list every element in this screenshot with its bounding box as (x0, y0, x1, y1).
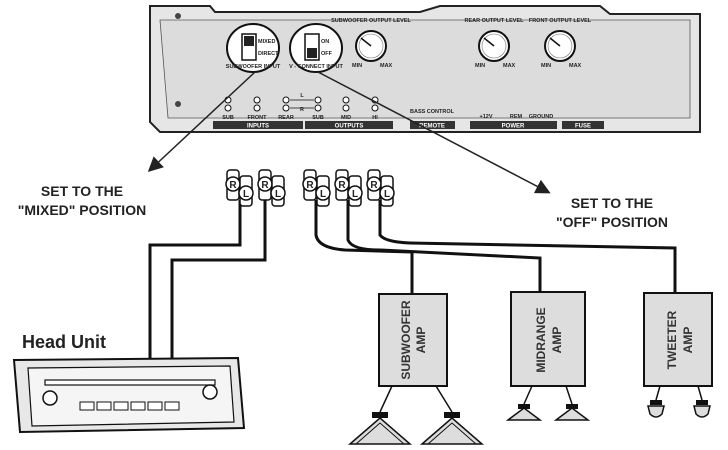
subwoofer-input-switch[interactable]: MIXED DIRECT SUBWOOFER INPUT (226, 23, 281, 73)
rca-plug-r: R (366, 169, 382, 201)
midrange-amp: MIDRANGE AMP (510, 291, 586, 387)
knob-min-label: MIN (541, 63, 551, 69)
rca-plug-l: L (270, 175, 286, 207)
outputs-bar-label: OUTPUTS (335, 124, 364, 130)
fuse-bar-label: FUSE (575, 124, 591, 130)
mixed-callout-line1: SET TO THE (41, 183, 123, 199)
output-sub-label: SUB (312, 115, 324, 121)
svg-text:R: R (261, 180, 269, 191)
knob-max-label: MAX (569, 63, 582, 69)
output-mid-label: MID (341, 115, 351, 121)
svg-text:R: R (306, 180, 314, 191)
svg-text:L: L (275, 189, 281, 200)
svg-text:L: L (384, 189, 390, 200)
off-callout-line1: SET TO THE (571, 195, 653, 211)
knob-title: REAR OUTPUT LEVEL (465, 18, 525, 24)
rca-cables (148, 200, 677, 360)
amp-title: TWEETER (665, 310, 679, 369)
amp-subtitle: AMP (681, 327, 695, 354)
v-connect-input-switch[interactable]: ON OFF V - CONNECT INPUT (289, 23, 344, 73)
rca-plug-l: L (238, 175, 254, 207)
amp-subtitle: AMP (550, 327, 564, 354)
rca-plug-l: L (347, 175, 363, 207)
remote-bar-label: REMOTE (419, 124, 445, 130)
svg-text:L: L (243, 189, 249, 200)
tweeter-speaker-icon (647, 400, 665, 418)
switch-option-on: ON (321, 39, 329, 45)
switch-option-off: OFF (321, 51, 333, 57)
svg-text:R: R (229, 180, 237, 191)
switch-option-mixed: MIXED (258, 39, 275, 45)
switch-option-direct: DIRECT (258, 51, 279, 57)
svg-text:R: R (370, 180, 378, 191)
rca-plugs: R L R L R L R (225, 169, 395, 207)
output-hi-label: HI (372, 115, 378, 121)
power-rem-label: REM (510, 114, 523, 120)
front-level-knob[interactable]: FRONT OUTPUT LEVEL MIN MAX (529, 18, 592, 69)
rear-level-knob[interactable]: REAR OUTPUT LEVEL MIN MAX (465, 18, 525, 69)
rca-plug-l: L (315, 175, 331, 207)
rca-jack-row (224, 96, 379, 112)
off-callout-arrow (317, 71, 551, 194)
amp-subtitle: AMP (414, 327, 428, 354)
off-callout-line2: "OFF" POSITION (556, 214, 668, 230)
bass-control-label: BASS CONTROL (410, 109, 455, 115)
tweeter-amp: TWEETER AMP (643, 292, 713, 387)
rca-plug-r: R (334, 169, 350, 201)
mixed-callout-line2: "MIXED" POSITION (18, 202, 146, 218)
subwoofer-input-label: SUBWOOFER INPUT (226, 64, 281, 70)
speaker-wires (379, 385, 703, 413)
subwoofer-speaker-icon (347, 412, 413, 445)
v-connect-input-label: V - CONNECT INPUT (289, 64, 343, 70)
input-sub-label: SUB (222, 115, 234, 121)
amp-title: SUBWOOFER (399, 300, 413, 380)
head-unit (12, 356, 246, 434)
power-ground-label: GROUND (529, 114, 553, 120)
subwoofer-level-knob[interactable]: SUBWOOFER OUTPUT LEVEL MIN MAX (331, 18, 411, 69)
rca-plug-r: R (257, 169, 273, 201)
knob-max-label: MAX (503, 63, 516, 69)
svg-text:R: R (338, 180, 346, 191)
subwoofer-speaker-icon (419, 412, 485, 445)
subwoofer-amp: SUBWOOFER AMP (378, 293, 448, 387)
inputs-bar-label: INPUTS (247, 124, 269, 130)
input-front-label: FRONT (248, 115, 268, 121)
knob-title: FRONT OUTPUT LEVEL (529, 18, 592, 24)
mixed-callout-arrow (147, 71, 256, 173)
panel-section-bars: INPUTS OUTPUTS REMOTE POWER FUSE (213, 121, 604, 130)
rca-plug-r: R (225, 169, 241, 201)
rca-plug-l: L (379, 175, 395, 207)
midrange-speaker-icon (553, 404, 591, 421)
head-unit-label: Head Unit (22, 332, 106, 352)
mount-screw-icon (175, 101, 181, 107)
power-bar-label: POWER (502, 124, 525, 130)
knob-max-label: MAX (380, 63, 393, 69)
knob-min-label: MIN (475, 63, 485, 69)
left-channel-label: L (300, 93, 304, 99)
input-rear-label: REAR (278, 115, 294, 121)
tweeter-speaker-icon (693, 400, 711, 418)
power-12v-label: +12V (480, 114, 493, 120)
amp-title: MIDRANGE (534, 307, 548, 372)
midrange-speaker-icon (505, 404, 543, 421)
knob-title: SUBWOOFER OUTPUT LEVEL (331, 18, 411, 24)
svg-text:L: L (352, 189, 358, 200)
right-channel-label: R (300, 107, 304, 113)
rca-plug-r: R (302, 169, 318, 201)
mount-screw-icon (175, 13, 181, 19)
knob-min-label: MIN (352, 63, 362, 69)
svg-text:L: L (320, 189, 326, 200)
